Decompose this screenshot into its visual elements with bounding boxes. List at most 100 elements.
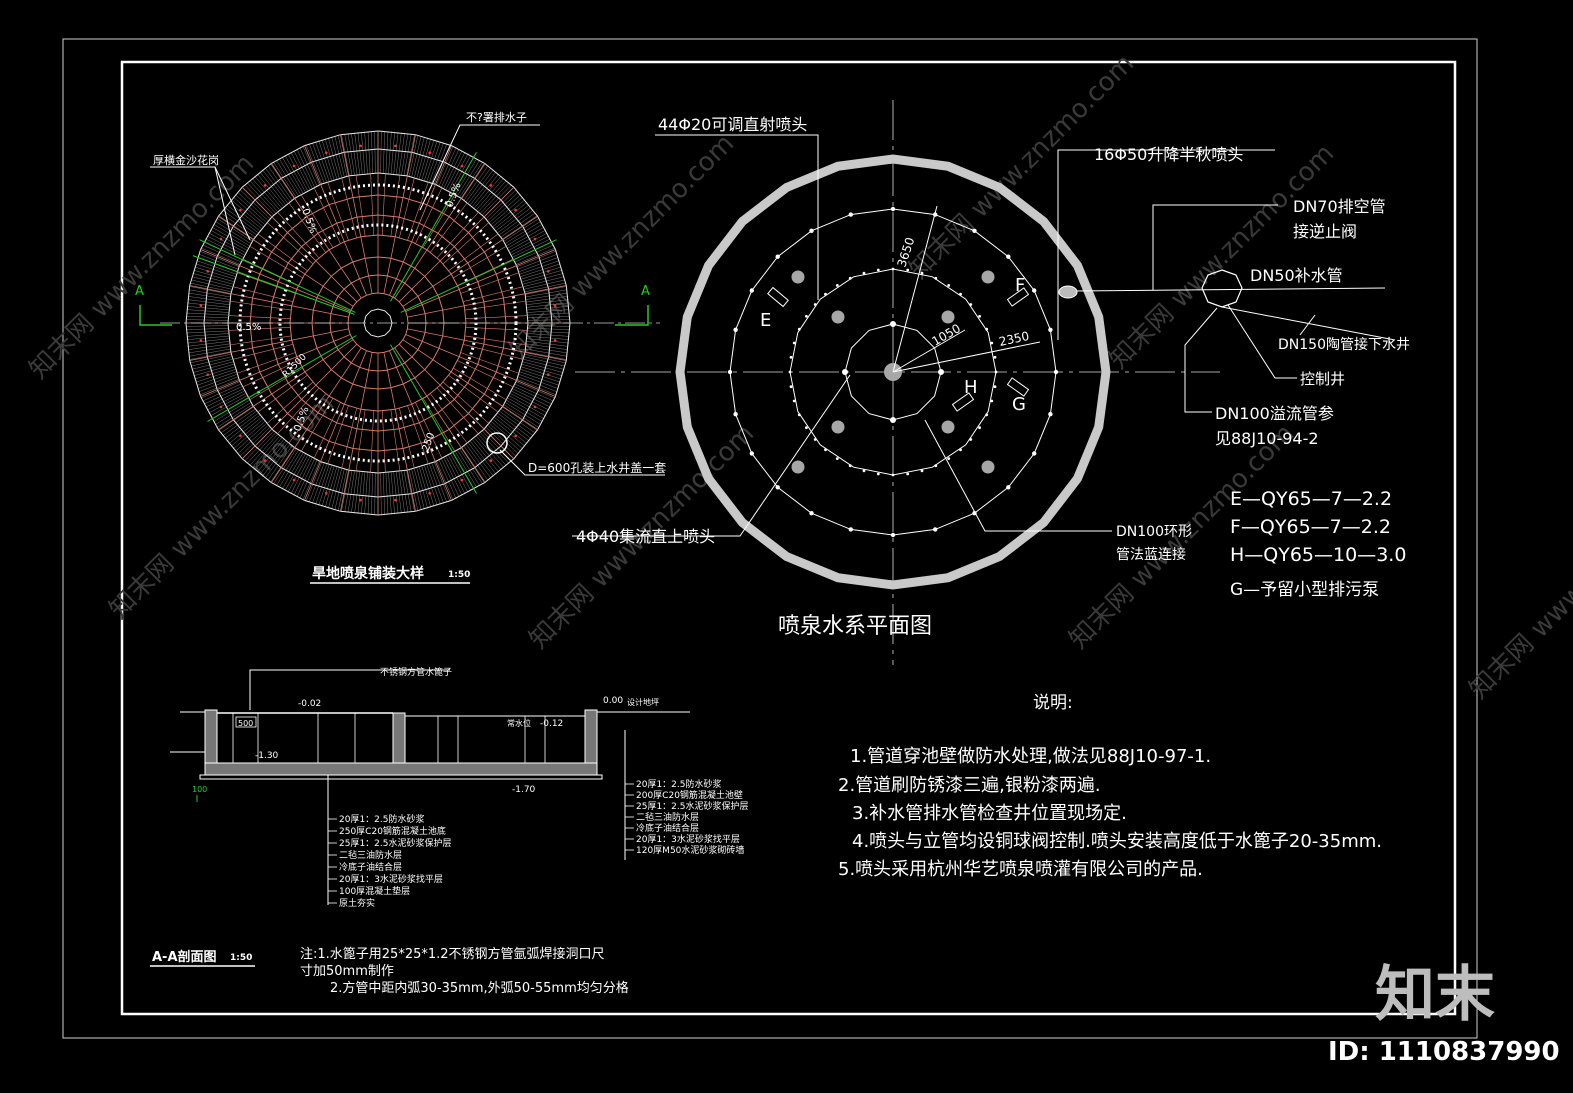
drain-hole bbox=[359, 144, 362, 148]
nozzle bbox=[862, 271, 866, 275]
paving-joint bbox=[257, 233, 308, 271]
hatch-line bbox=[526, 346, 568, 354]
hatch-line bbox=[441, 458, 460, 498]
hatch-line bbox=[187, 299, 230, 305]
hatch-line bbox=[463, 445, 489, 481]
hatch-line bbox=[251, 177, 280, 210]
hatch-line bbox=[284, 454, 306, 492]
label-dn70-line1: DN70排空管 bbox=[1293, 197, 1386, 216]
hatch-line bbox=[526, 341, 569, 347]
drain-hole bbox=[219, 237, 223, 241]
hatch-line bbox=[476, 177, 505, 210]
slope-label: 0.5% bbox=[236, 322, 261, 333]
paving-joint bbox=[405, 249, 556, 312]
drain-hole bbox=[460, 478, 464, 482]
hatch-line bbox=[246, 432, 276, 464]
section-mark-left-label: A bbox=[135, 284, 144, 299]
hatch-line bbox=[202, 383, 242, 402]
hatch-line bbox=[190, 353, 232, 364]
layer-callout: 原土夯实 bbox=[339, 897, 375, 909]
hatch-line bbox=[408, 135, 419, 177]
nozzle bbox=[906, 268, 910, 272]
hatch-line bbox=[237, 191, 269, 221]
hatch-line bbox=[431, 462, 448, 503]
hatch-line bbox=[510, 232, 548, 253]
drain-hole bbox=[239, 434, 242, 438]
hatch-line bbox=[244, 184, 274, 216]
hatch-line bbox=[206, 235, 245, 256]
paving-joint bbox=[242, 360, 299, 388]
hatch-line bbox=[518, 257, 559, 272]
manhole-leader bbox=[499, 449, 665, 476]
hatch-line bbox=[371, 131, 374, 174]
layer-callout: 二毡三油防水层 bbox=[339, 849, 402, 861]
hatch-line bbox=[273, 448, 297, 485]
hatch-line bbox=[328, 137, 340, 179]
drain-hole bbox=[206, 270, 209, 273]
drain-hole bbox=[325, 151, 328, 154]
dim-500: 500 bbox=[238, 719, 253, 728]
drain-hole bbox=[263, 459, 267, 462]
dim-line-3650 bbox=[892, 205, 938, 373]
drain-hole bbox=[394, 144, 397, 148]
hatch-line bbox=[403, 470, 412, 513]
hatch-line bbox=[189, 286, 231, 295]
elev-ground: 0.00 bbox=[603, 696, 623, 706]
hatch-line bbox=[239, 427, 271, 457]
leader-16 bbox=[1057, 149, 1275, 340]
hatch-line bbox=[511, 390, 550, 411]
leader-dn100 bbox=[1184, 307, 1218, 413]
dim-100: 100 bbox=[192, 785, 207, 794]
elev-170: -1.70 bbox=[512, 785, 536, 795]
hatch-line bbox=[249, 434, 278, 466]
section-mark-left bbox=[139, 305, 172, 326]
hatch-line bbox=[520, 263, 561, 277]
hatch-line bbox=[186, 306, 229, 311]
hatch-line bbox=[525, 286, 567, 295]
leader-control bbox=[1227, 304, 1297, 379]
drain-hole bbox=[553, 304, 557, 307]
paving-joint bbox=[389, 145, 452, 296]
paving-joint bbox=[229, 335, 292, 346]
hatch-line bbox=[302, 146, 320, 185]
hatch-line bbox=[299, 147, 318, 187]
section-title: A-A剖面图 bbox=[152, 949, 217, 965]
hatch-line bbox=[472, 439, 499, 473]
nozzle bbox=[890, 206, 896, 212]
drain-leader bbox=[419, 124, 540, 211]
slope-leader bbox=[207, 335, 357, 422]
nozzle bbox=[959, 448, 962, 452]
section-note: 寸加50mm制作 bbox=[300, 964, 394, 979]
note-item: 2.管道刷防锈漆三遍,银粉漆两遍. bbox=[838, 775, 1101, 796]
paving-joint bbox=[442, 381, 490, 424]
paving-joint bbox=[270, 347, 362, 483]
nozzle bbox=[1032, 288, 1037, 293]
nozzle bbox=[733, 412, 738, 417]
drain-hole bbox=[219, 405, 223, 409]
dim-500-box bbox=[235, 716, 257, 728]
label-4phi40: 4Φ40集流直上喷头 bbox=[576, 527, 715, 546]
hatch-line bbox=[337, 135, 348, 177]
nozzle bbox=[848, 276, 852, 280]
hatch-line bbox=[187, 296, 230, 303]
paving-joint bbox=[266, 222, 314, 265]
hatch-line bbox=[396, 132, 402, 175]
hatch-line bbox=[328, 467, 340, 509]
drain-hole bbox=[514, 434, 517, 438]
image-id: ID: 1110837990 bbox=[1328, 1037, 1560, 1067]
hatch-line bbox=[222, 410, 257, 437]
hatch-line bbox=[512, 238, 551, 258]
hatch-line bbox=[470, 441, 497, 475]
hatch-line bbox=[278, 158, 301, 195]
hatch-line bbox=[224, 413, 259, 439]
label-44-nozzles: 44Φ20可调直射喷头 bbox=[658, 115, 807, 134]
hatch-line bbox=[190, 279, 232, 290]
drain-hole bbox=[547, 373, 550, 377]
hatch-line bbox=[385, 131, 389, 174]
drain-hole bbox=[199, 304, 203, 307]
nozzle-40 bbox=[890, 321, 896, 327]
hatch-line bbox=[367, 131, 371, 174]
layer-callout: 25厚1：2.5水泥砂浆保护层 bbox=[636, 800, 749, 812]
drain-hole bbox=[292, 478, 296, 482]
paving-joint bbox=[249, 367, 303, 401]
